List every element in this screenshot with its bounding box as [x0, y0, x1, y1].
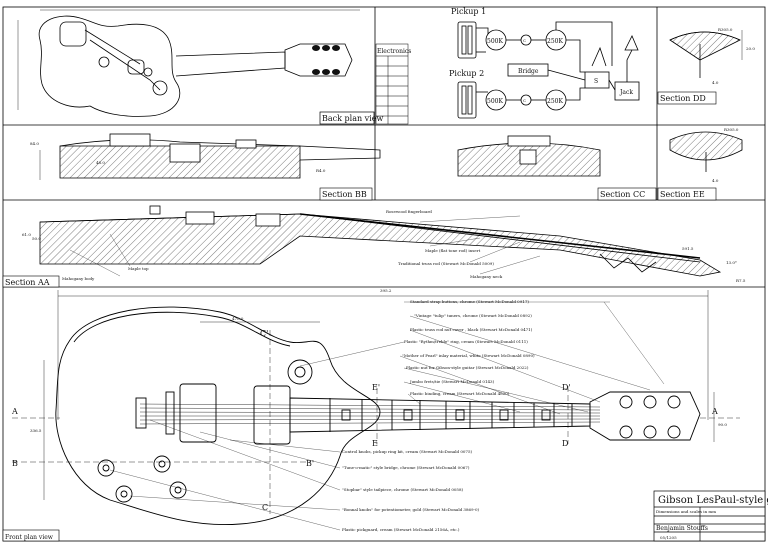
callout-tailpiece: "Stopbar" style tailpiece, chrome (Stewa… [342, 487, 464, 492]
marker-e-prime: E' [372, 383, 380, 392]
ee-radius: R305.0 [724, 127, 739, 132]
back-tuners [312, 45, 340, 75]
callout-control-knobs: Control knobs, pickup ring kit, cream (S… [342, 449, 473, 454]
aa-callout-neck: Mahogany neck [470, 274, 503, 279]
aa-callout-insert: Maple (flat tone rod) insert [425, 248, 481, 253]
marker-c-prime: C' [260, 329, 268, 338]
sheet-title: Gibson LesPaul-style guitar [658, 495, 768, 506]
section-ee-drawing [669, 131, 743, 172]
aa-leaders [69, 215, 541, 277]
ee-width: 4.0 [712, 178, 719, 183]
section-aa-box [2, 275, 60, 288]
section-bb-box [319, 187, 373, 201]
jack-label: Jack [619, 89, 633, 96]
back-plan-label-box [319, 111, 375, 125]
section-cc-drawing [457, 135, 601, 177]
callout-truss-cover: Plastic truss rod nut cover , black (Ste… [410, 327, 533, 332]
aa-radius: R7.5 [736, 278, 746, 283]
pot-500k-2: 500K [487, 98, 503, 105]
aa-callout-truss: Traditional truss rod (Stewart McDonald … [398, 261, 494, 266]
back-plan-view [38, 15, 353, 117]
callout-strap-buttons: Standard strap buttons, chrome (Stewart … [410, 299, 529, 304]
sheet-frame [2, 6, 766, 542]
dim-head-width: 90.0 [718, 422, 727, 427]
electronics-table [375, 43, 409, 125]
aa-height-2: 50.0 [32, 236, 41, 241]
section-ee-label: Section EE [660, 190, 705, 199]
callout-pickguard: Plastic pickguard, cream (Stewart McDona… [342, 527, 460, 532]
sheet-date: 05/1205 [660, 535, 677, 540]
cap-2: C [523, 98, 526, 103]
sheet-subtitle: Dimensions and scales in mm [656, 509, 716, 514]
marker-a-left: A [11, 407, 18, 416]
sheet-author: Benjamin Stouffs [656, 525, 708, 532]
dd-height: 20.0 [746, 46, 755, 51]
cap-1: C [523, 38, 526, 43]
aa-callout-body: Mahogany body [62, 276, 95, 281]
callout-inlay: "Mother of Pearl" inlay material, white … [402, 353, 535, 358]
front-dimensions [12, 290, 740, 514]
section-dd-drawing [669, 30, 743, 78]
section-dd-label: Section DD [660, 94, 706, 103]
callout-tuners: "Vintage "tulip" tuners, chrome (Stewart… [414, 313, 532, 318]
dim-overall: 395.2 [380, 288, 392, 293]
section-cc-label: Section CC [600, 190, 645, 199]
pot-250k-2: 250K [547, 98, 563, 105]
callout-binding: Plastic binding, cream (Stewart McDonald… [410, 391, 510, 396]
front-neck [289, 397, 591, 433]
marker-b: B [12, 459, 18, 468]
front-plan-box [2, 529, 60, 542]
bb-length: R4.0 [316, 168, 326, 173]
electronics-header: Electronics [377, 48, 411, 55]
aa-end: 591.5 [682, 246, 694, 251]
switch-label: S [594, 78, 598, 85]
callout-nut: Plastic nut for Gibson-style guitar (Ste… [406, 365, 529, 370]
aa-angle: 13.0° [726, 260, 737, 265]
dim-neck-length: 478.0 [232, 316, 244, 321]
section-bb-drawing [39, 133, 381, 180]
pickup1-label: Pickup 1 [451, 7, 486, 16]
callout-bridge: "Tune-o-matic" style bridge, chrome (Ste… [342, 465, 470, 470]
front-leaders [109, 301, 665, 531]
aa-callout-top: Maple top [128, 266, 149, 271]
dim-body-width: 336.5 [30, 428, 42, 433]
pickup2-label: Pickup 2 [449, 69, 484, 78]
bridge-label: Bridge [518, 68, 539, 75]
front-strings [139, 403, 601, 425]
bb-depth: 48.0 [96, 160, 105, 165]
title-block [653, 490, 766, 542]
marker-d: D [562, 439, 568, 448]
pot-500k-1: 500K [487, 38, 503, 45]
dd-width: 4.0 [712, 80, 719, 85]
section-aa-drawing [39, 205, 722, 277]
back-dim-lines [17, 9, 360, 110]
marker-a-right: A [711, 407, 718, 416]
front-tuners [619, 395, 681, 439]
dd-radius: R305.0 [718, 27, 733, 32]
bb-thickness: 84.0 [30, 141, 39, 146]
pot-250k-1: 250K [547, 38, 563, 45]
section-dd-box [657, 91, 717, 105]
marker-b-prime: B' [306, 459, 314, 468]
back-plan-label: Back plan view [322, 114, 383, 123]
marker-d-prime: D' [562, 383, 571, 392]
callout-bonnal-knobs: "Bonnal knobs" for potentiometer, gold (… [342, 507, 480, 512]
callout-frets: Jumbo frets/tie (Stewart McDonald 0143) [409, 379, 495, 384]
section-cc-box [597, 187, 657, 201]
callout-ring: Plastic "Rythm/treble" ring, cream (Stew… [404, 339, 528, 344]
section-ee-box [657, 187, 717, 201]
marker-c: C [262, 503, 268, 512]
marker-e: E [372, 439, 378, 448]
front-plan-label: Front plan view [5, 534, 54, 541]
aa-height-1: 61.0 [22, 232, 31, 237]
section-bb-label: Section BB [322, 190, 367, 199]
wiring-diagram [457, 21, 640, 119]
section-aa-label: Section AA [5, 278, 50, 287]
aa-callout-fingerboard: Rosewood fingerboard [386, 209, 432, 214]
front-headstock [589, 391, 701, 441]
